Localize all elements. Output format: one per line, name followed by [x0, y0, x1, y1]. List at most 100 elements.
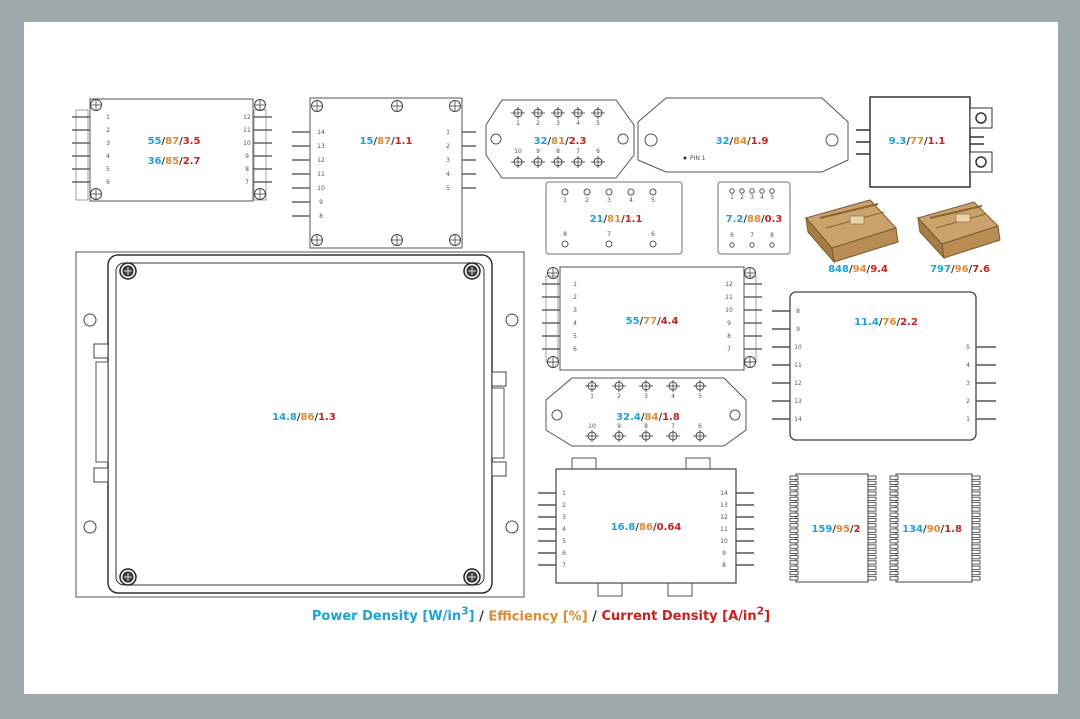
pin-label: 5 [698, 393, 702, 400]
pin-label: 1 [562, 490, 566, 497]
current-density: 3.5 [183, 136, 201, 147]
pin-label: 2 [740, 194, 744, 201]
pin-label: 3 [446, 157, 450, 164]
module-label: 15/87/1.1 [360, 136, 413, 147]
comb-pin [971, 528, 981, 533]
pin-label: 1 [446, 129, 450, 136]
current-density: 9.4 [870, 264, 888, 275]
module-m8: 848/94/9.4 [805, 199, 899, 275]
comb-pin [789, 571, 799, 576]
pin-terminal [759, 188, 765, 194]
efficiency: 81 [607, 214, 621, 225]
pin-label: 7 [671, 423, 675, 430]
pin-label: 2 [573, 294, 577, 301]
pin-label: 11 [243, 127, 251, 134]
comb-pin [789, 512, 799, 517]
comb-pin [867, 576, 877, 581]
pin-label: 9 [722, 550, 726, 557]
comb-pin [889, 549, 899, 554]
pin-label: 7 [562, 562, 566, 569]
pin-label: 8 [727, 333, 731, 340]
pin-label: 8 [722, 562, 726, 569]
pin-terminal [769, 188, 775, 194]
pin-terminal [649, 240, 657, 248]
pin-label: 12 [794, 380, 802, 387]
pin-label: 3 [966, 380, 970, 387]
pin-label: 6 [698, 423, 702, 430]
pin-label: 3 [106, 140, 110, 147]
power-density: 7.2 [726, 214, 744, 225]
comb-pin [789, 533, 799, 538]
pin-label: 8 [644, 423, 648, 430]
pin-label: 5 [770, 194, 774, 201]
pin-label: 6 [730, 232, 734, 239]
pin-label: 9 [536, 148, 540, 155]
pin-label: 14 [794, 416, 802, 423]
efficiency: 94 [853, 264, 867, 275]
module-m10: 14.8/86/1.3 [75, 251, 525, 598]
pin-label: 9 [617, 423, 621, 430]
comb-pin [889, 491, 899, 496]
pin-label: 8 [556, 148, 560, 155]
pin-label: 4 [446, 171, 450, 178]
comb-pin [889, 539, 899, 544]
module-m16: 134/90/1.8 [889, 473, 981, 583]
comb-pin [867, 565, 877, 570]
power-density: 32 [534, 136, 548, 147]
pin-label: 12 [725, 281, 733, 288]
comb-pin [789, 502, 799, 507]
pin-label: 10 [725, 307, 733, 314]
pin-label: 9 [245, 153, 249, 160]
comb-pin [789, 491, 799, 496]
comb-pin [789, 544, 799, 549]
pin-label: 4 [671, 393, 675, 400]
comb-pin [789, 576, 799, 581]
comb-pin [889, 576, 899, 581]
current-density: 1.8 [662, 412, 680, 423]
pin-label: 4 [576, 120, 580, 127]
pin-terminal [649, 188, 657, 196]
pin-terminal [583, 188, 591, 196]
module-label: 32.4/84/1.8 [616, 412, 680, 423]
comb-pin [971, 502, 981, 507]
pin-label: 3 [573, 307, 577, 314]
comb-pin [889, 560, 899, 565]
comb-pin [971, 523, 981, 528]
pin-label: 3 [644, 393, 648, 400]
comb-pin [889, 502, 899, 507]
comb-pin [789, 555, 799, 560]
comb-pin [867, 528, 877, 533]
comb-pin [889, 523, 899, 528]
pin-label: 3 [750, 194, 754, 201]
comb-pin [867, 549, 877, 554]
comb-pin [867, 502, 877, 507]
legend-efficiency: Efficiency [%] [488, 609, 588, 625]
current-density: 7.6 [972, 264, 990, 275]
pin-terminal [729, 188, 735, 194]
efficiency: 88 [747, 214, 761, 225]
module-label: 159/95/2 [811, 524, 860, 535]
module-label: 32/84/1.9 [716, 136, 769, 147]
pin-terminal [605, 188, 613, 196]
efficiency: 81 [551, 136, 565, 147]
pin-label: 5 [596, 120, 600, 127]
pin-label: 7 [576, 148, 580, 155]
comb-pin [789, 523, 799, 528]
pin-label: 6 [596, 148, 600, 155]
comb-pin [789, 496, 799, 501]
pin-label: 12 [720, 514, 728, 521]
comb-pin [867, 560, 877, 565]
pin-label: 7 [750, 232, 754, 239]
comb-pin [971, 560, 981, 565]
power-density: 14.8 [272, 412, 297, 423]
efficiency: 84 [645, 412, 659, 423]
pin-label: 13 [317, 143, 325, 150]
legend-current-density: Current Density [A/in2] [601, 605, 771, 625]
comb-pin [789, 528, 799, 533]
current-density: 2.7 [183, 156, 201, 167]
pin-label: 5 [446, 185, 450, 192]
pin-label: 8 [770, 232, 774, 239]
